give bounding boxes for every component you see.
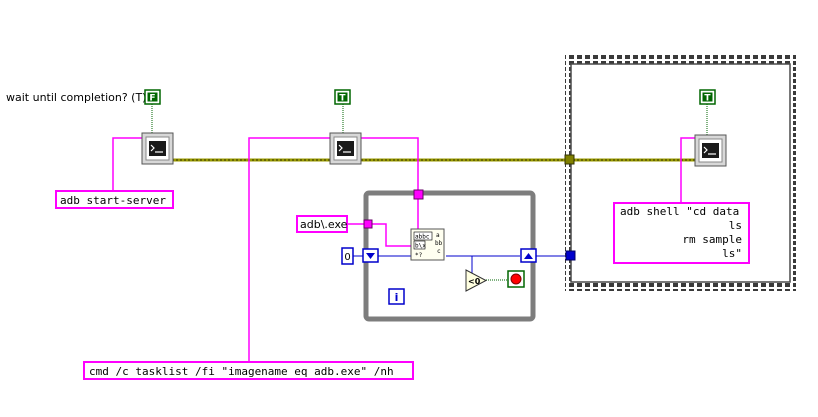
svg-text:0: 0 <box>344 252 350 263</box>
svg-text:bb: bb <box>435 240 443 247</box>
loop-condition-terminal[interactable] <box>507 270 525 288</box>
svg-text:ls": ls" <box>722 247 742 260</box>
match-pattern-node[interactable]: abbc b\x *? a bb c <box>410 228 445 261</box>
boolean-wire[interactable] <box>151 104 708 135</box>
numeric-tunnel[interactable] <box>565 250 576 261</box>
terminal-icon <box>338 144 351 153</box>
svg-text:*?: *? <box>415 252 423 259</box>
svg-text:T: T <box>704 94 711 104</box>
shift-register-right[interactable] <box>520 248 537 263</box>
svg-text:adb shell "cd data: adb shell "cd data <box>620 205 739 218</box>
shift-register-left[interactable] <box>362 248 379 263</box>
string-constant-tasklist[interactable]: cmd /c tasklist /fi "imagename eq adb.ex… <box>83 361 414 380</box>
shift-down-arrow-icon <box>366 253 375 259</box>
string-tunnel-pattern[interactable] <box>363 219 373 229</box>
system-exec-node-2[interactable] <box>329 132 362 165</box>
boolean-false-constant[interactable]: F <box>144 89 161 105</box>
svg-text:adb\.exe: adb\.exe <box>300 218 348 231</box>
terminal-icon <box>703 146 716 155</box>
svg-text:b\x: b\x <box>415 243 426 250</box>
stop-icon <box>510 273 522 285</box>
svg-text:i: i <box>395 291 399 304</box>
svg-text:cmd /c tasklist /fi "imagename: cmd /c tasklist /fi "imagename eq adb.ex… <box>89 365 394 378</box>
system-exec-node-1[interactable] <box>141 132 174 165</box>
shift-up-arrow-icon <box>524 253 533 259</box>
wait-until-completion-label: wait until completion? (T) <box>6 91 146 104</box>
boolean-true-constant-2[interactable]: T <box>699 89 716 105</box>
iteration-terminal: i <box>388 288 405 305</box>
less-than-zero-node[interactable]: <0 <box>465 269 488 292</box>
svg-text:ls: ls <box>729 219 742 232</box>
svg-text:<0: <0 <box>468 277 481 286</box>
string-constant-shell[interactable]: adb shell "cd data ls rm sample ls" <box>613 202 750 264</box>
string-constant-start-server[interactable]: adb start-server <box>55 190 174 209</box>
svg-text:rm sample: rm sample <box>682 233 742 246</box>
terminal-icon <box>150 144 163 153</box>
numeric-constant-zero[interactable]: 0 <box>341 247 354 265</box>
system-exec-node-3[interactable] <box>694 134 727 167</box>
string-constant-pattern[interactable]: adb\.exe <box>296 215 348 233</box>
svg-text:a: a <box>436 232 440 239</box>
boolean-true-constant[interactable]: T <box>334 89 351 105</box>
error-tunnel[interactable] <box>564 154 575 165</box>
svg-text:F: F <box>149 94 155 104</box>
svg-text:abbc: abbc <box>415 234 430 241</box>
svg-text:c: c <box>437 248 441 255</box>
svg-text:adb start-server: adb start-server <box>60 194 166 207</box>
svg-text:T: T <box>339 94 346 104</box>
string-tunnel[interactable] <box>413 189 424 200</box>
